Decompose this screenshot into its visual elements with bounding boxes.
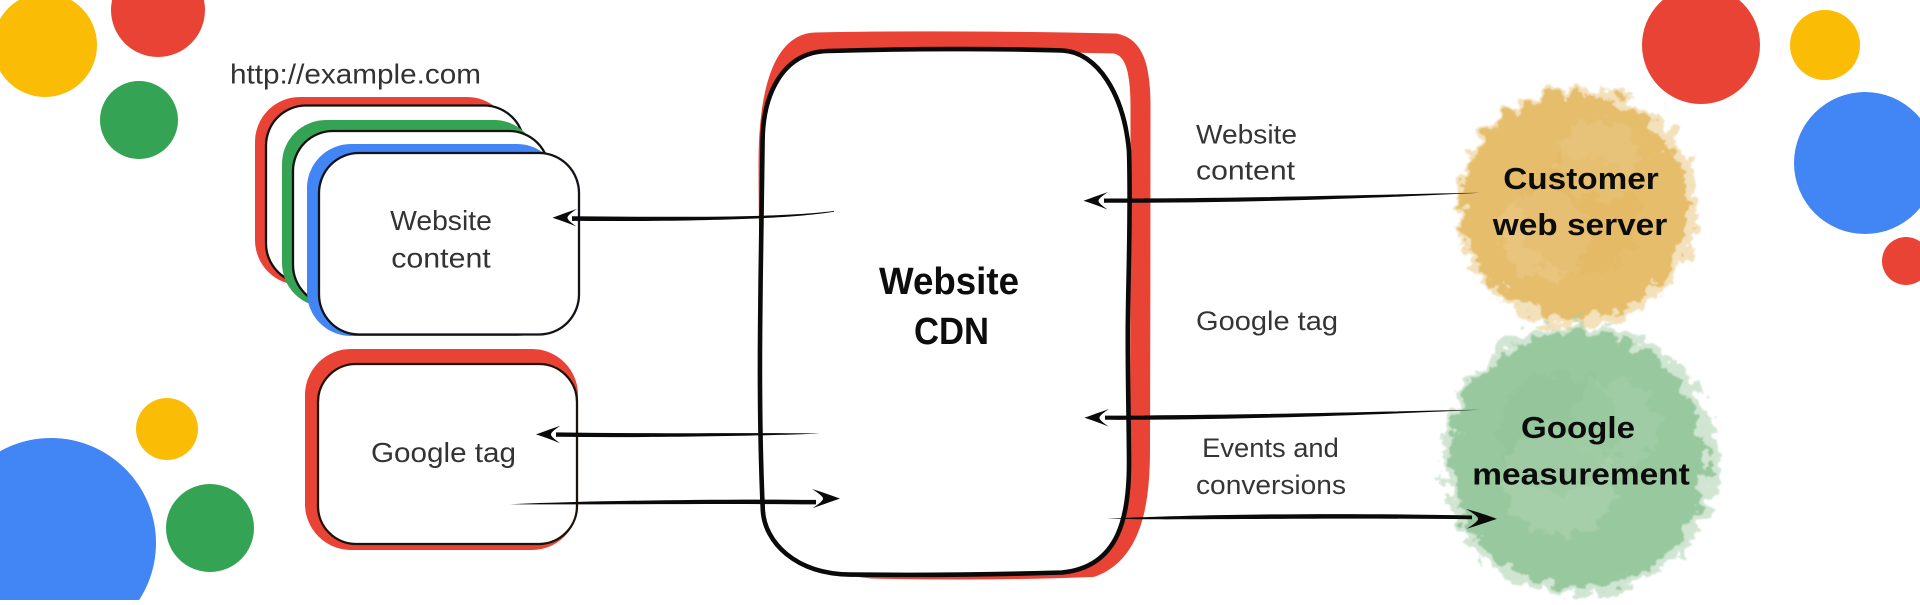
svg-text:Google tag: Google tag: [1196, 306, 1338, 336]
svg-text:Google: Google: [1521, 411, 1635, 445]
svg-text:Customer: Customer: [1503, 162, 1659, 196]
svg-text:Website: Website: [1196, 120, 1297, 150]
svg-text:conversions: conversions: [1196, 470, 1346, 500]
svg-text:content: content: [391, 243, 491, 274]
svg-text:web server: web server: [1492, 208, 1668, 242]
svg-text:Website: Website: [879, 260, 1019, 302]
svg-text:Website: Website: [390, 205, 492, 236]
svg-text:measurement: measurement: [1472, 458, 1690, 492]
svg-text:http://example.com: http://example.com: [230, 59, 481, 90]
svg-text:Events and: Events and: [1202, 433, 1339, 463]
svg-text:Google tag: Google tag: [371, 437, 516, 468]
svg-text:CDN: CDN: [914, 310, 989, 352]
svg-text:content: content: [1196, 156, 1296, 186]
